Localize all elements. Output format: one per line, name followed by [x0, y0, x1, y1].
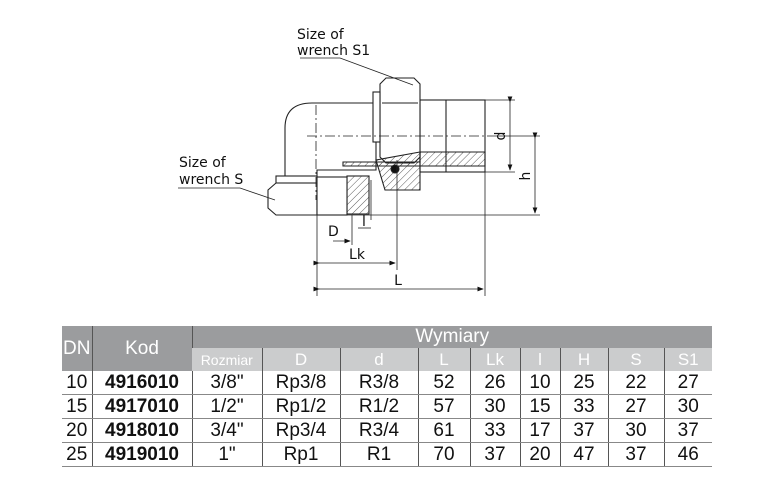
dimensions-table: DN Kod Wymiary Rozmiar D d L Lk l H S S1…	[62, 326, 712, 467]
hex-nut-s1	[379, 77, 421, 164]
table-cell: Rp1	[261, 442, 340, 467]
table-cell: 30	[607, 418, 664, 443]
table-cell: 37	[559, 418, 608, 443]
table-cell: 37	[469, 442, 520, 467]
dim-h: h	[518, 172, 534, 181]
header-dn: DN	[62, 326, 92, 371]
header-wymiary: Wymiary	[191, 326, 712, 348]
table-cell: 57	[417, 394, 470, 419]
label-wrench-s: Size of	[179, 155, 227, 171]
hex-nut-s	[267, 182, 318, 216]
table-cell: 52	[417, 371, 470, 395]
table-cell: R3/8	[339, 371, 418, 395]
table-cell: Rp3/8	[261, 371, 340, 395]
table-cell: 25	[559, 371, 608, 395]
table-cell: 4919010	[91, 442, 192, 467]
dim-D: D	[328, 224, 339, 240]
table-cell: R3/4	[339, 418, 418, 443]
dim-d: d	[493, 132, 509, 141]
header-S1: S1	[663, 348, 712, 371]
table-cell: 26	[469, 371, 520, 395]
label-wrench-s1: Size of	[297, 27, 345, 43]
table-cell: 33	[469, 418, 520, 443]
table-cell: 37	[607, 442, 664, 467]
table-cell: R1	[339, 442, 418, 467]
table-cell: 10	[519, 371, 560, 395]
table-cell: 30	[663, 394, 712, 419]
table-cell: 20	[519, 442, 560, 467]
table-cell: 22	[607, 371, 664, 395]
elbow-body	[284, 102, 377, 179]
table-cell: 4916010	[91, 371, 192, 395]
label-wrench-s1: wrench S1	[297, 43, 370, 59]
table-cell: 70	[417, 442, 470, 467]
table-cell: Rp3/4	[261, 418, 340, 443]
header-d: d	[339, 348, 418, 371]
table-cell: 46	[663, 442, 712, 467]
table-cell: 4918010	[91, 418, 192, 443]
dim-l: l	[362, 214, 366, 230]
header-Lk: Lk	[469, 348, 520, 371]
dim-L: L	[394, 273, 402, 289]
table-cell: 61	[417, 418, 470, 443]
header-L: L	[417, 348, 470, 371]
header-H: H	[559, 348, 608, 371]
table-cell: 47	[559, 442, 608, 467]
header-S: S	[607, 348, 664, 371]
fitting-drawing: Size of wrench S1 Size of wrench S d h D…	[178, 27, 540, 296]
table-cell: 4917010	[91, 394, 192, 419]
table-cell: 20	[62, 418, 92, 443]
table-cell: R1/2	[339, 394, 418, 419]
table-cell: 25	[62, 442, 92, 467]
header-kod: Kod	[91, 326, 192, 371]
table-cell: 37	[663, 418, 712, 443]
table-cell: 10	[62, 371, 92, 395]
table-cell: 17	[519, 418, 560, 443]
table-cell: Rp1/2	[261, 394, 340, 419]
header-l: l	[519, 348, 560, 371]
table-cell: 30	[469, 394, 520, 419]
header-D: D	[261, 348, 340, 371]
table-cell: 27	[607, 394, 664, 419]
label-wrench-s: wrench S	[179, 172, 243, 188]
table-cell: 33	[559, 394, 608, 419]
table-cell: 15	[62, 394, 92, 419]
table-cell: 15	[519, 394, 560, 419]
dim-Lk: Lk	[349, 247, 366, 263]
table-cell: 27	[663, 371, 712, 395]
table-cell: 3/4"	[191, 418, 262, 443]
table-cell: 1"	[191, 442, 262, 467]
table-cell: 3/8"	[191, 371, 262, 395]
header-rozmiar: Rozmiar	[192, 348, 262, 371]
table-cell: 1/2"	[191, 394, 262, 419]
